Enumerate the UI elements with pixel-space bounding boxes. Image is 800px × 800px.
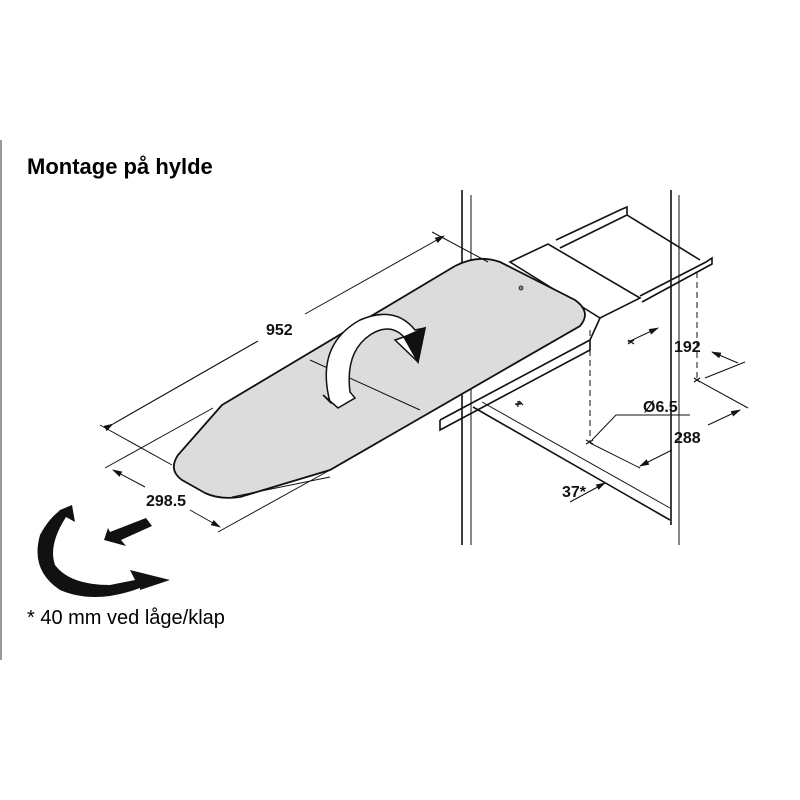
flip-arrow-icon [322, 313, 426, 409]
page-edge-line [0, 140, 2, 660]
label-hole-diameter: Ø6.5 [643, 399, 678, 416]
ironing-board [172, 257, 586, 499]
footnote: * 40 mm ved låge/klap [27, 607, 225, 629]
label-edge-offset: 37* [562, 484, 587, 501]
mounting-holes [515, 272, 749, 503]
rotate-arrows-icon [37, 505, 170, 598]
shelf [472, 401, 671, 521]
label-length: 952 [266, 322, 293, 339]
label-hole-spacing-a: 192 [674, 339, 701, 356]
label-hole-spacing-b: 288 [674, 430, 701, 447]
dimension-width [104, 407, 331, 533]
diagram-title: Montage på hylde [27, 154, 213, 179]
dimension-length [99, 231, 489, 466]
label-width: 298.5 [146, 493, 186, 510]
